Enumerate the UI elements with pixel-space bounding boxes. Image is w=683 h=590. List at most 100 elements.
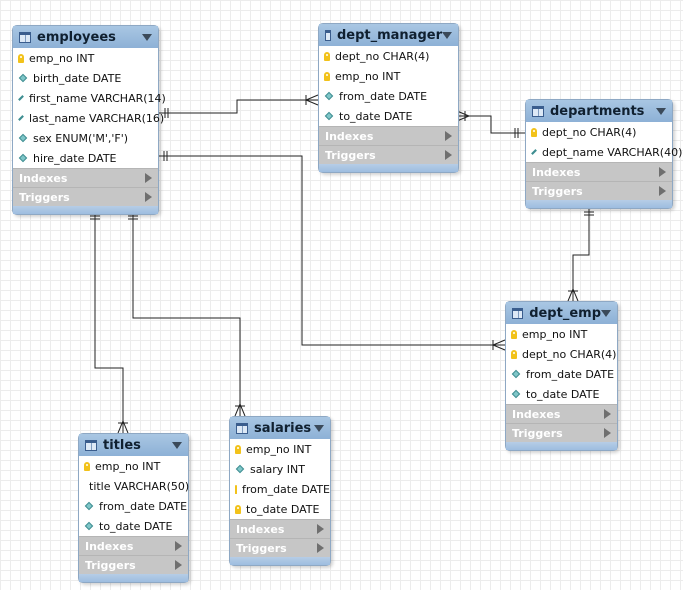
rel-employees-salaries (132, 210, 241, 416)
column-row[interactable]: to_date DATE (506, 384, 617, 404)
column-row[interactable]: emp_no INT (13, 48, 158, 68)
primary-key-icon (235, 484, 239, 494)
expand-arrow-icon[interactable] (175, 560, 182, 570)
entity-footer (79, 574, 188, 582)
column-row[interactable]: from_date DATE (319, 86, 458, 106)
indexes-section[interactable]: Indexes (506, 404, 617, 423)
expand-arrow-icon[interactable] (445, 150, 452, 160)
expand-arrow-icon[interactable] (317, 524, 324, 534)
primary-key-icon (18, 53, 24, 63)
entity-departments[interactable]: departments dept_no CHAR(4) dept_name VA… (525, 99, 682, 209)
collapse-caret-icon[interactable] (142, 33, 152, 41)
indexes-label: Indexes (236, 522, 285, 536)
primary-key-icon (324, 71, 330, 81)
column-label: sex ENUM('M','F') (33, 131, 129, 145)
column-label: from_date DATE (241, 482, 330, 496)
triggers-section[interactable]: Triggers (79, 555, 188, 574)
triggers-label: Triggers (532, 184, 583, 198)
entity-header[interactable]: salaries (230, 417, 330, 439)
column-row[interactable]: to_date DATE (230, 499, 330, 519)
table-icon (512, 307, 524, 319)
entity-header[interactable]: employees (13, 26, 158, 48)
expand-arrow-icon[interactable] (659, 167, 666, 177)
column-label: emp_no INT (522, 327, 588, 341)
column-label: from_date DATE (339, 89, 428, 103)
column-row[interactable]: from_date DATE (506, 364, 617, 384)
entity-header[interactable]: dept_manager (319, 24, 458, 46)
column-row[interactable]: dept_no CHAR(4) (506, 344, 617, 364)
column-row[interactable]: emp_no INT (79, 456, 188, 476)
column-row[interactable]: dept_name VARCHAR(40) (526, 142, 682, 162)
triggers-section[interactable]: Triggers (230, 538, 330, 557)
triggers-label: Triggers (325, 148, 376, 162)
column-diamond-icon (511, 369, 521, 379)
entity-footer (13, 206, 158, 214)
entity-name: titles (103, 437, 141, 453)
column-row[interactable]: last_name VARCHAR(16) (13, 108, 164, 128)
column-row[interactable]: emp_no INT (319, 66, 458, 86)
table-icon (325, 29, 331, 41)
column-row[interactable]: emp_no INT (230, 439, 330, 459)
column-label: hire_date DATE (33, 151, 117, 165)
collapse-caret-icon[interactable] (172, 441, 182, 449)
entity-footer (506, 442, 617, 450)
table-icon (532, 105, 544, 117)
column-row[interactable]: from_date DATE (79, 496, 188, 516)
expand-arrow-icon[interactable] (175, 541, 182, 551)
entity-header[interactable]: dept_emp (506, 302, 617, 324)
collapse-caret-icon[interactable] (314, 424, 324, 432)
triggers-section[interactable]: Triggers (526, 181, 672, 200)
indexes-section[interactable]: Indexes (526, 162, 672, 181)
triggers-section[interactable]: Triggers (13, 187, 158, 206)
column-row[interactable]: salary INT (230, 459, 330, 479)
expand-arrow-icon[interactable] (145, 192, 152, 202)
column-diamond-icon (235, 464, 245, 474)
column-row[interactable]: sex ENUM('M','F') (13, 128, 158, 148)
primary-key-icon (511, 349, 517, 359)
column-row[interactable]: first_name VARCHAR(14) (13, 88, 166, 108)
column-row[interactable]: emp_no INT (506, 324, 617, 344)
entity-titles[interactable]: titles emp_no INT title VARCHAR(50) from… (78, 433, 189, 583)
entity-dept-emp[interactable]: dept_emp emp_no INT dept_no CHAR(4) from… (505, 301, 618, 451)
column-row[interactable]: hire_date DATE (13, 148, 158, 168)
column-row[interactable]: dept_no CHAR(4) (319, 46, 458, 66)
column-label: dept_no CHAR(4) (335, 49, 430, 63)
entity-footer (319, 164, 458, 172)
triggers-label: Triggers (512, 426, 563, 440)
collapse-caret-icon[interactable] (601, 309, 611, 317)
column-row[interactable]: from_date DATE (230, 479, 330, 499)
indexes-section[interactable]: Indexes (319, 126, 458, 145)
collapse-caret-icon[interactable] (442, 31, 452, 39)
expand-arrow-icon[interactable] (145, 173, 152, 183)
indexes-section[interactable]: Indexes (230, 519, 330, 538)
column-row[interactable]: to_date DATE (79, 516, 188, 536)
column-row[interactable]: title VARCHAR(50) (79, 476, 189, 496)
expand-arrow-icon[interactable] (317, 543, 324, 553)
column-label: to_date DATE (526, 387, 600, 401)
triggers-label: Triggers (19, 190, 70, 204)
entity-dept-manager[interactable]: dept_manager dept_no CHAR(4) emp_no INT … (318, 23, 459, 173)
expand-arrow-icon[interactable] (659, 186, 666, 196)
indexes-label: Indexes (85, 539, 134, 553)
column-label: emp_no INT (246, 442, 312, 456)
triggers-section[interactable]: Triggers (506, 423, 617, 442)
indexes-section[interactable]: Indexes (79, 536, 188, 555)
rel-employees-dept-manager (157, 99, 318, 114)
entity-employees[interactable]: employees emp_no INT birth_date DATE fir… (12, 25, 166, 215)
column-row[interactable]: to_date DATE (319, 106, 458, 126)
triggers-section[interactable]: Triggers (319, 145, 458, 164)
indexes-section[interactable]: Indexes (13, 168, 158, 187)
column-diamond-icon (18, 73, 28, 83)
collapse-caret-icon[interactable] (656, 107, 666, 115)
column-diamond-icon (18, 133, 28, 143)
column-row[interactable]: birth_date DATE (13, 68, 158, 88)
indexes-label: Indexes (19, 171, 68, 185)
column-row[interactable]: dept_no CHAR(4) (526, 122, 672, 142)
entity-salaries[interactable]: salaries emp_no INT salary INT from_date… (229, 416, 331, 566)
entity-header[interactable]: departments (526, 100, 672, 122)
expand-arrow-icon[interactable] (445, 131, 452, 141)
expand-arrow-icon[interactable] (604, 428, 611, 438)
column-label: dept_no CHAR(4) (522, 347, 617, 361)
expand-arrow-icon[interactable] (604, 409, 611, 419)
entity-header[interactable]: titles (79, 434, 188, 456)
